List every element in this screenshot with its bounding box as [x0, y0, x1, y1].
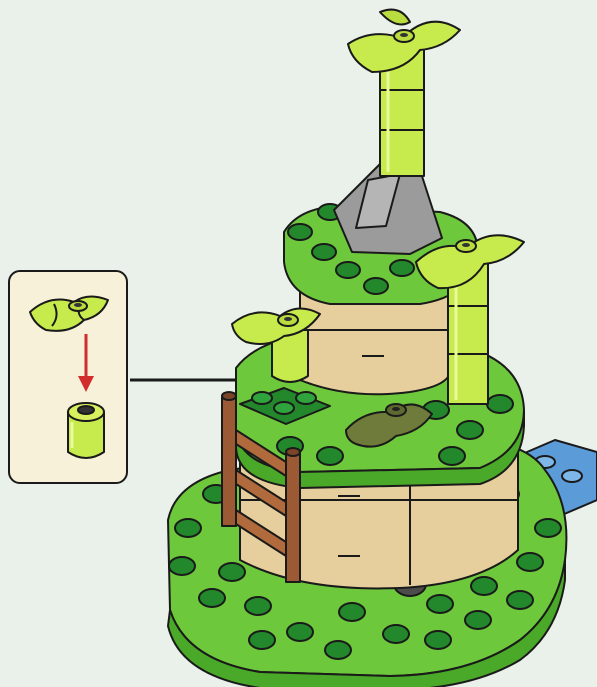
leaf-cluster-top — [348, 10, 460, 72]
